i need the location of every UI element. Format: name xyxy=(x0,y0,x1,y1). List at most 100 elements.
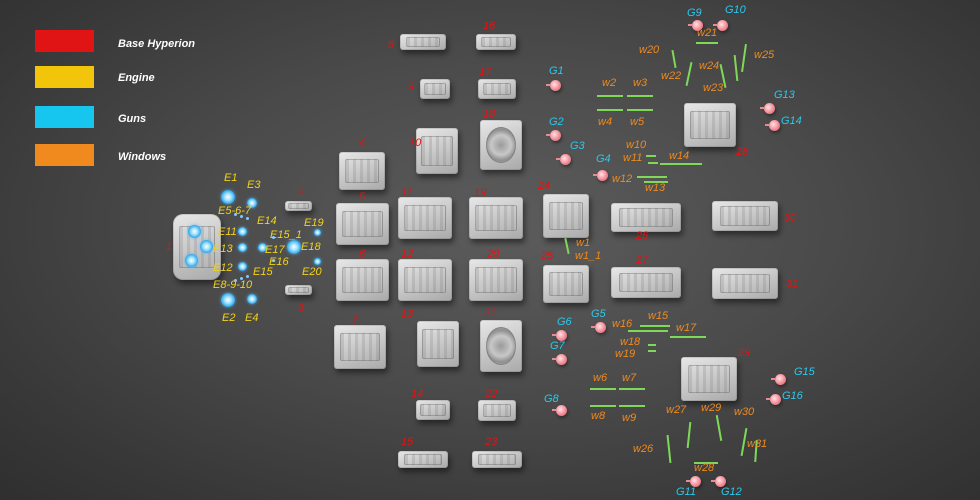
gun-label-g9: G9 xyxy=(687,7,702,19)
engine-e20 xyxy=(314,258,321,265)
engine-e19 xyxy=(314,229,321,236)
engine-label-e14: E14 xyxy=(257,215,277,227)
part-20 xyxy=(469,259,523,301)
part-14 xyxy=(416,400,450,420)
engine-dot xyxy=(240,277,243,280)
window-label-w25: w25 xyxy=(754,49,775,61)
window-label-w3: w3 xyxy=(633,77,648,89)
window-label-w12: w12 xyxy=(612,173,633,185)
gun-label-g10: G10 xyxy=(725,4,746,16)
engine-label-e20: E20 xyxy=(302,266,322,278)
window-label-w5: w5 xyxy=(630,116,645,128)
engine-e18 xyxy=(287,240,301,254)
window-w1-strip xyxy=(564,237,570,255)
legend-label-guns: Guns xyxy=(118,113,147,125)
gun-g9 xyxy=(688,20,703,31)
part-label-25: 25 xyxy=(541,250,554,262)
engine-nozzle xyxy=(200,240,213,253)
part-label-9: 9 xyxy=(408,81,415,93)
gun-g13 xyxy=(760,103,775,114)
window-w18-strip xyxy=(648,344,656,346)
part-26 xyxy=(611,203,681,232)
window-w9-strip xyxy=(619,405,645,407)
engine-dot xyxy=(240,215,243,218)
part-label-28: 28 xyxy=(736,146,749,158)
part-label-24: 24 xyxy=(538,180,551,192)
window-w15-strip xyxy=(640,325,670,327)
legend-swatch-engine xyxy=(35,66,94,88)
part-label-5: 5 xyxy=(359,191,366,203)
engine-e4 xyxy=(247,294,257,304)
gun-label-g4: G4 xyxy=(596,153,611,165)
part-28 xyxy=(684,103,736,147)
window-w14-strip xyxy=(660,163,702,165)
gun-g1 xyxy=(546,80,561,91)
part-18 xyxy=(480,120,522,170)
window-w17-strip xyxy=(670,336,706,338)
part-label-30: 30 xyxy=(784,212,797,224)
window-label-w16: w16 xyxy=(612,318,633,330)
window-label-w27: w27 xyxy=(666,404,687,416)
gun-label-g11: G11 xyxy=(676,486,696,498)
gun-g8 xyxy=(552,405,567,416)
legend-label-engine: Engine xyxy=(118,72,155,84)
engine-label-e2: E2 xyxy=(222,312,236,324)
gun-g6 xyxy=(552,330,567,341)
part-label-13: 13 xyxy=(401,308,414,320)
gun-label-g15: G15 xyxy=(794,366,815,378)
gun-g3 xyxy=(556,154,571,165)
part-15 xyxy=(398,451,448,468)
window-label-w23: w23 xyxy=(703,82,724,94)
part-label-10: 10 xyxy=(409,137,422,149)
window-label-w19: w19 xyxy=(615,348,636,360)
part-31 xyxy=(712,268,778,299)
part-30 xyxy=(712,201,778,231)
engine-dot xyxy=(246,275,249,278)
part-22 xyxy=(478,400,516,421)
part-label-23: 23 xyxy=(485,436,498,448)
window-w21-strip xyxy=(696,42,718,44)
part-29 xyxy=(681,357,737,401)
gun-g10 xyxy=(713,20,728,31)
part-label-19: 19 xyxy=(474,187,487,199)
window-label-w13: w13 xyxy=(645,182,666,194)
part-19 xyxy=(469,197,523,239)
engine-label-e11: E11 xyxy=(218,226,237,238)
window-label-w6: w6 xyxy=(593,372,608,384)
window-w4-strip xyxy=(597,109,623,111)
engine-label-e3: E3 xyxy=(247,179,261,191)
engine-e12 xyxy=(238,262,247,271)
gun-label-g3: G3 xyxy=(570,140,585,152)
engine-label-e8-9-10: E8-9-10 xyxy=(213,279,253,291)
part-5 xyxy=(336,203,389,245)
window-w8-strip xyxy=(590,405,616,407)
window-w11-strip xyxy=(648,162,658,164)
legend-swatch-base xyxy=(35,30,94,52)
part-label-15: 15 xyxy=(401,436,414,448)
window-label-w24: w24 xyxy=(699,60,720,72)
engine-label-e18: E18 xyxy=(301,241,321,253)
gun-g16 xyxy=(766,394,781,405)
part-13 xyxy=(417,321,459,367)
gun-g4 xyxy=(593,170,608,181)
window-w3-strip xyxy=(627,95,653,97)
part-21 xyxy=(480,320,522,372)
window-label-w4: w4 xyxy=(598,116,613,128)
window-w19-strip xyxy=(648,350,656,352)
part-label-8: 8 xyxy=(388,39,395,51)
engine-label-e4: E4 xyxy=(245,312,259,324)
engine-label-e15: E15 xyxy=(253,266,273,278)
window-label-w7: w7 xyxy=(622,372,637,384)
window-w27-strip xyxy=(686,421,692,449)
window-label-w22: w22 xyxy=(661,70,682,82)
window-w28-strip xyxy=(694,462,718,464)
window-label-w10: w10 xyxy=(626,139,647,151)
legend-swatch-guns xyxy=(35,106,94,128)
part-label-3: 3 xyxy=(298,302,305,314)
legend-swatch-windows xyxy=(35,144,94,166)
engine-label-e5-6-7: E5-6-7 xyxy=(218,205,252,217)
window-label-w1_1: w1_1 xyxy=(575,250,602,262)
part-17 xyxy=(478,79,516,99)
window-label-w2: w2 xyxy=(602,77,617,89)
window-label-w29: w29 xyxy=(701,402,722,414)
